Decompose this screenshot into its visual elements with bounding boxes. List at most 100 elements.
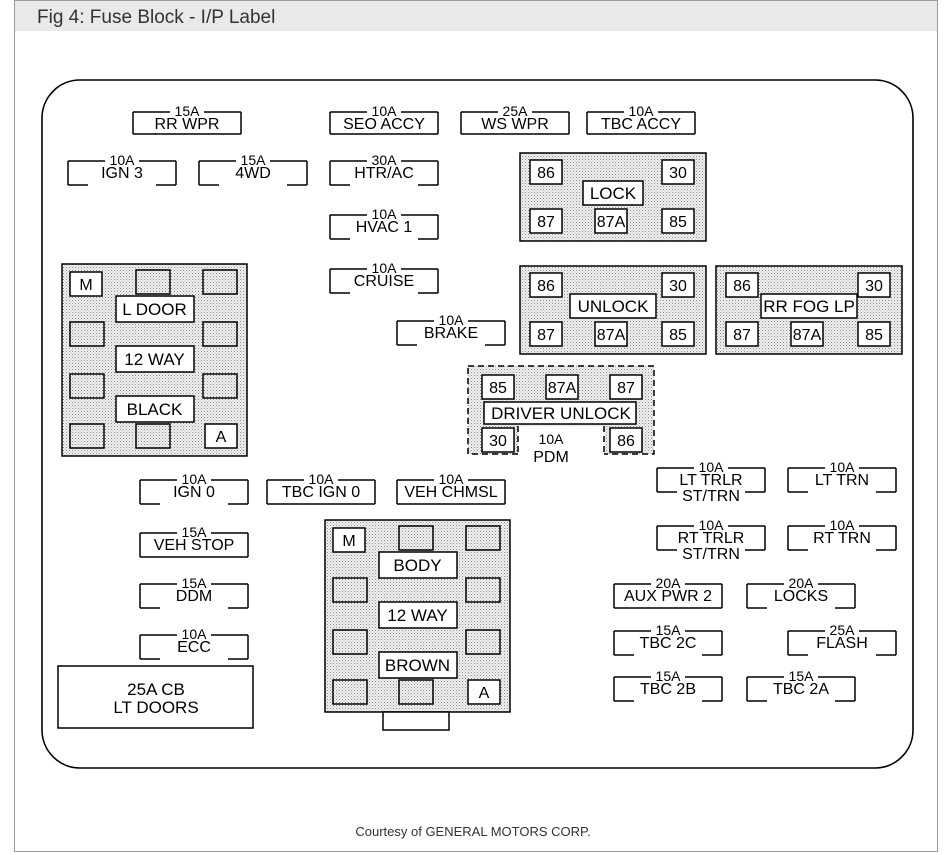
connector-cavity xyxy=(135,269,171,295)
fuse-amperage: 15A xyxy=(182,524,208,540)
pdm-amperage: 10A xyxy=(539,431,565,447)
relay-pin-label: 87A xyxy=(793,327,822,344)
connector-label: 12 WAY xyxy=(124,350,184,369)
fuse-side-lines xyxy=(329,161,439,185)
connector-cavity xyxy=(398,679,434,705)
circuit-breaker-rating: 25A CB xyxy=(127,680,185,699)
connector-label-box xyxy=(378,601,458,629)
fuse-label: TBC 2C xyxy=(640,635,697,652)
fuse-label-second-line: ST/TRN xyxy=(682,488,740,505)
fuse-side-lines xyxy=(329,269,439,293)
fuse-amperage: 20A xyxy=(789,575,815,591)
connector-cavity xyxy=(332,629,368,655)
fuse-side-lines xyxy=(198,161,308,185)
credit-line: Courtesy of GENERAL MOTORS CORP. xyxy=(355,824,591,839)
relay-pin-box xyxy=(481,427,515,453)
relay-pin-box xyxy=(661,321,695,347)
fuse-amperage: 10A xyxy=(372,260,398,276)
circuit-breaker-label: LT DOORS xyxy=(113,698,198,717)
connector-label-box xyxy=(378,551,458,579)
circuit-breaker-box xyxy=(57,665,254,729)
relay-pin-box xyxy=(790,321,824,347)
relay-pin-box xyxy=(725,272,759,298)
fuse-label: AUX PWR 2 xyxy=(624,588,712,605)
relay-pin-label: 86 xyxy=(617,433,635,450)
fuse-amperage: 10A xyxy=(439,471,465,487)
fuse-amperage: 10A xyxy=(830,517,856,533)
connector-label: BODY xyxy=(393,556,441,575)
relay-pin-box xyxy=(529,321,563,347)
fuse-label: HVAC 1 xyxy=(356,219,413,236)
fuse-amperage: 15A xyxy=(241,152,267,168)
relay-pin-box xyxy=(725,321,759,347)
relay-pin-label: 30 xyxy=(669,278,687,295)
fuse-side-lines xyxy=(613,584,723,608)
fuse-side-lines xyxy=(656,468,766,492)
figure-title: Fig 4: Fuse Block - I/P Label xyxy=(37,7,276,28)
relay-pin-label: 87 xyxy=(537,327,555,344)
relay-pin-box xyxy=(661,159,695,185)
fuse-amperage: 15A xyxy=(656,622,682,638)
fuse-label: SEO ACCY xyxy=(343,116,425,133)
fuse-amperage: 25A xyxy=(503,103,529,119)
fuse-side-lines xyxy=(746,584,856,608)
fuse-amperage: 10A xyxy=(182,471,208,487)
fuse-label: DDM xyxy=(176,588,212,605)
pdm-label: PDM xyxy=(533,449,569,466)
connector-label-box xyxy=(115,345,195,373)
connector-cavity xyxy=(202,321,238,347)
fuse-side-lines xyxy=(139,533,249,557)
fuse-side-lines xyxy=(132,112,242,134)
connector-corner-label: A xyxy=(479,685,490,702)
fuse-side-lines xyxy=(787,468,897,492)
fuse-amperage: 15A xyxy=(789,668,815,684)
connector-cavity xyxy=(69,321,105,347)
relay-pin-label: 30 xyxy=(669,165,687,182)
connector-cavity xyxy=(69,423,105,449)
fuse-label: TBC ACCY xyxy=(601,116,681,133)
relay-pin-label: 30 xyxy=(489,433,507,450)
connector-cavity xyxy=(465,577,501,603)
fuse-amperage: 10A xyxy=(372,103,398,119)
connector-corner-label: M xyxy=(79,277,92,294)
connector-label-box xyxy=(378,651,458,679)
relay-pin-box xyxy=(661,272,695,298)
relay-pin-label: 85 xyxy=(669,327,687,344)
relay-pin-label: 87 xyxy=(537,214,555,231)
relay-pin-box xyxy=(529,208,563,234)
connector-label: BLACK xyxy=(127,400,183,419)
fuse-label: RR WPR xyxy=(155,116,220,133)
relay-pin-label: 87 xyxy=(617,380,635,397)
relay-pin-box xyxy=(661,208,695,234)
fuse-amperage: 10A xyxy=(629,103,655,119)
fuse-label: TBC IGN 0 xyxy=(282,484,360,501)
fuse-label: TBC 2B xyxy=(640,681,696,698)
pdm-pocket xyxy=(518,426,604,460)
fuse-side-lines xyxy=(396,480,506,504)
fuse-side-lines xyxy=(139,635,249,659)
fuse-label: VEH CHMSL xyxy=(404,484,497,501)
fuse-side-lines xyxy=(67,161,177,185)
relay-name: LOCK xyxy=(590,184,637,203)
fuse-side-lines xyxy=(656,526,766,550)
fuse-label: 4WD xyxy=(235,165,271,182)
relay-pin-box xyxy=(609,427,643,453)
fuse-label: LT TRLR xyxy=(679,472,742,489)
connector-pin-box xyxy=(204,423,238,449)
relay-pin-box xyxy=(857,272,891,298)
connector-cavity xyxy=(69,373,105,399)
